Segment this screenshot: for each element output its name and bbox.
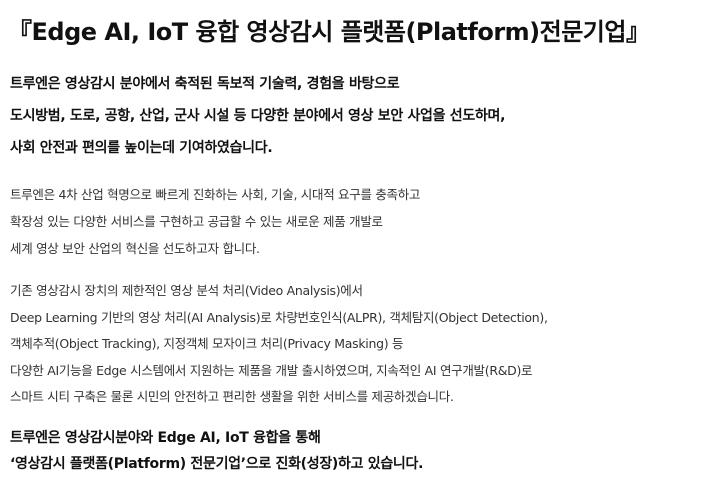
products-paragraph: 기존 영상감시 장치의 제한적인 영상 분석 처리(Video Analysis… — [10, 282, 548, 415]
intro-line: 사회 안전과 편의를 높이는데 기여하였습니다. — [10, 140, 273, 156]
vision-line: 확장성 있는 다양한 서비스를 구현하고 공급할 수 있는 새로운 제품 개발로 — [10, 214, 383, 229]
page-title: 『Edge AI, IoT 융합 영상감시 플랫폼(Platform)전문기업』 — [8, 18, 650, 46]
products-line: Deep Learning 기반의 영상 처리(AI Analysis)로 차량… — [10, 309, 548, 325]
intro-paragraph: 트루엔은 영상감시 분야에서 축적된 독보적 기술력, 경험을 바탕으로 도시방… — [10, 74, 505, 170]
closing-line: ‘영상감시 플랫폼(Platform) 전문기업’으로 진화(성장)하고 있습니… — [10, 456, 424, 472]
vision-line: 트루엔은 4차 산업 혁명으로 빠르게 진화하는 사회, 기술, 시대적 요구를… — [10, 187, 421, 202]
products-line: 기존 영상감시 장치의 제한적인 영상 분석 처리(Video Analysis… — [10, 283, 363, 298]
intro-line: 트루엔은 영상감시 분야에서 축적된 독보적 기술력, 경험을 바탕으로 — [10, 76, 400, 92]
vision-line: 세계 영상 보안 산업의 혁신을 선도하고자 합니다. — [10, 241, 260, 256]
products-line: 스마트 시티 구축은 물론 시민의 안전하고 편리한 생활을 위한 서비스를 제… — [10, 389, 454, 404]
closing-paragraph: 트루엔은 영상감시분야와 Edge AI, IoT 융합을 통해 ‘영상감시 플… — [10, 428, 423, 480]
products-line: 다양한 AI기능을 Edge 시스템에서 지원하는 제품을 개발 출시하였으며,… — [10, 362, 533, 378]
closing-line: 트루엔은 영상감시분야와 Edge AI, IoT 융합을 통해 — [10, 430, 321, 446]
products-line: 객체추적(Object Tracking), 지정객체 모자이크 처리(Priv… — [10, 336, 404, 351]
intro-line: 도시방범, 도로, 공항, 산업, 군사 시설 등 다양한 분야에서 영상 보안… — [10, 108, 506, 124]
vision-paragraph: 트루엔은 4차 산업 혁명으로 빠르게 진화하는 사회, 기술, 시대적 요구를… — [10, 186, 420, 267]
